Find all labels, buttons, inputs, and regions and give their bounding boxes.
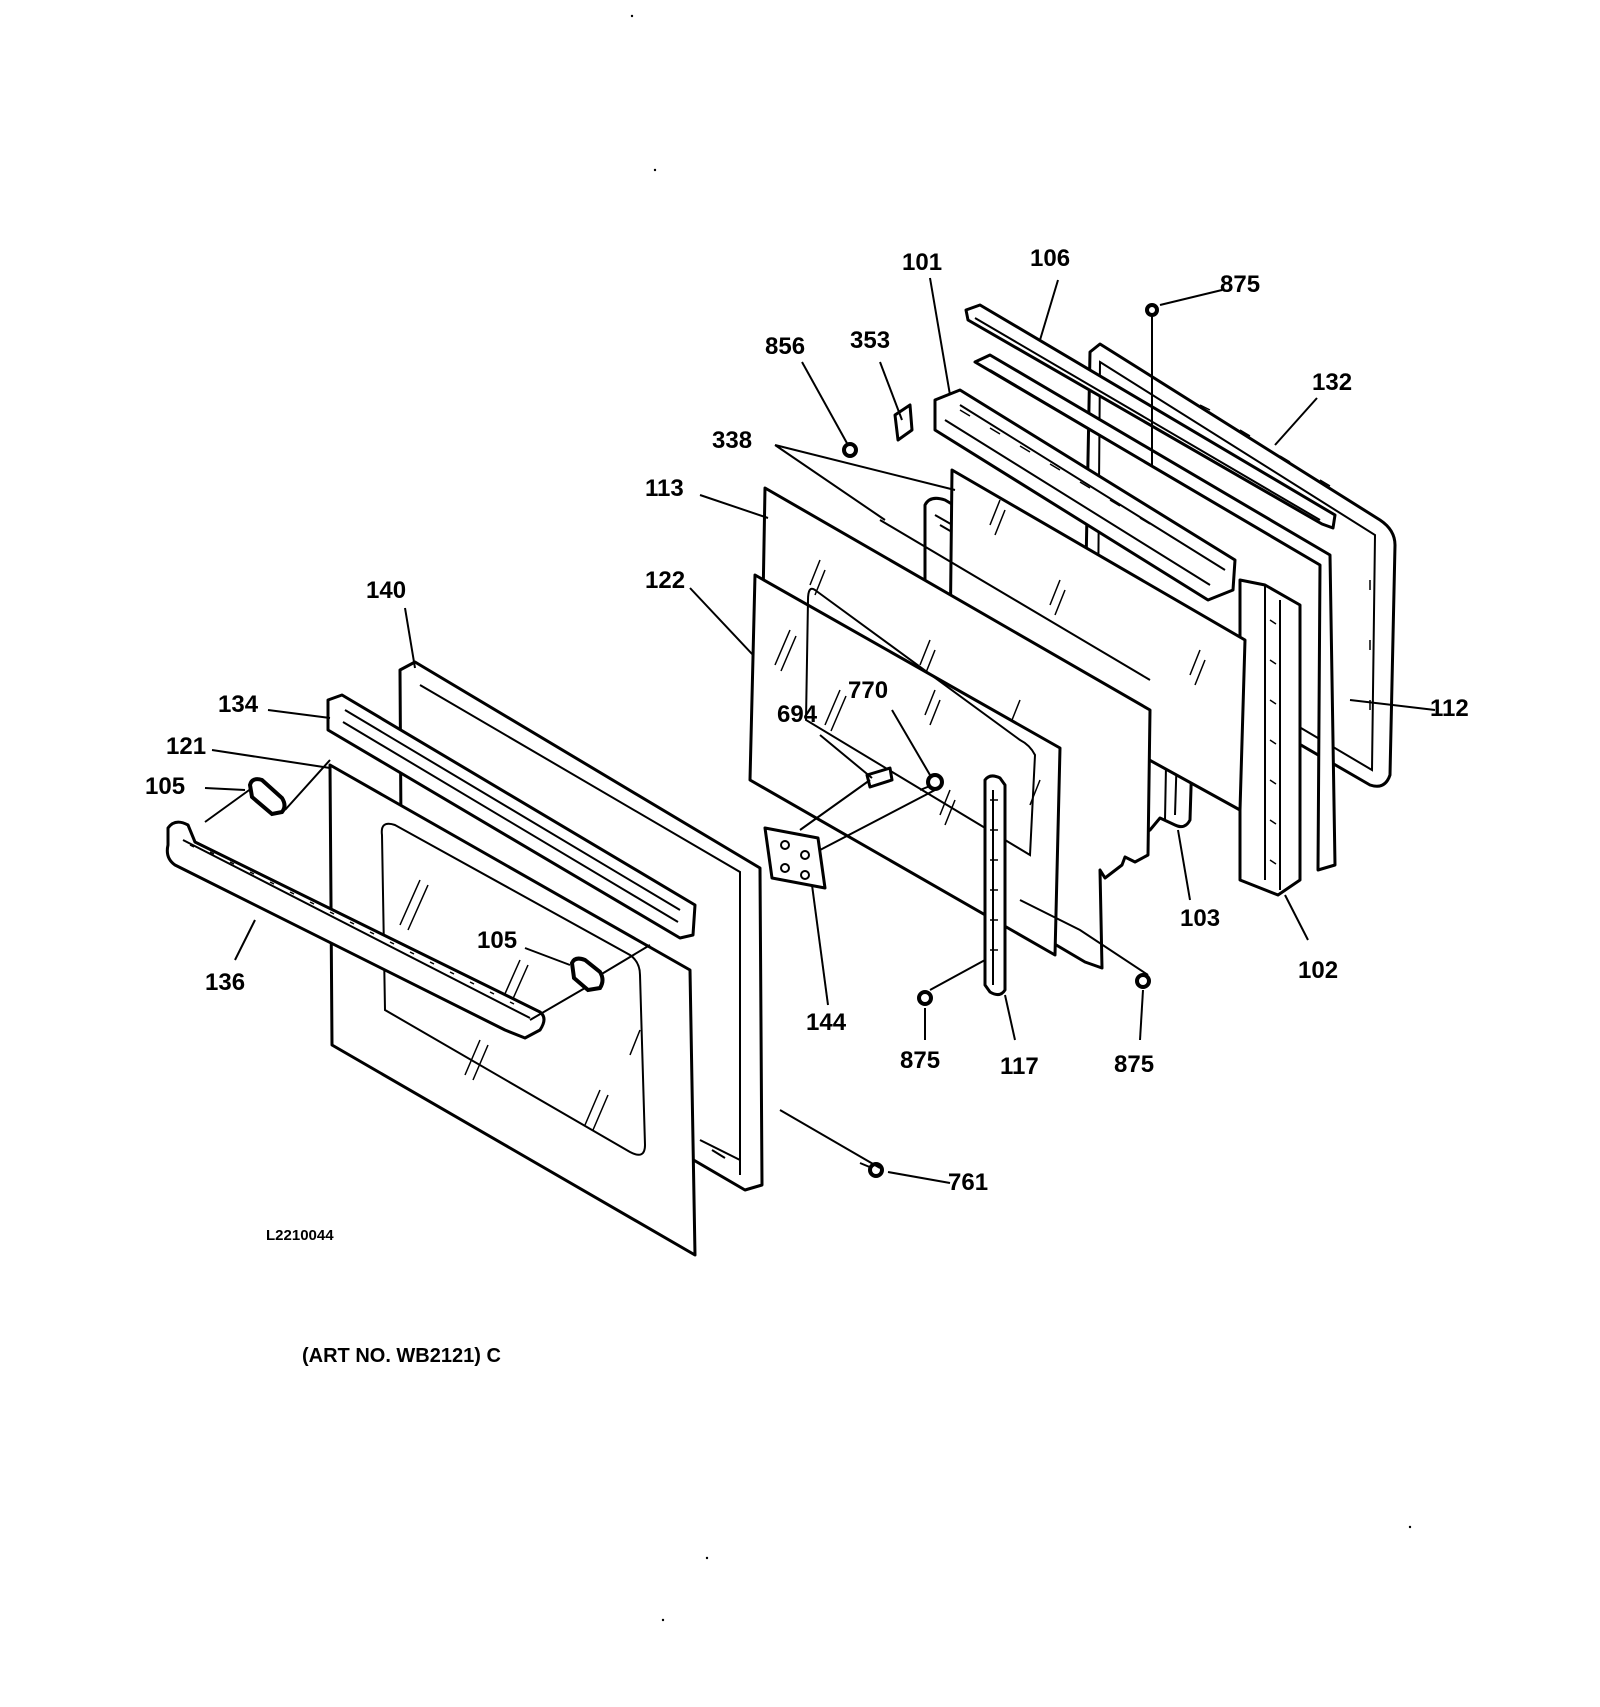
callout-856: 856 [765,333,805,360]
part-132-rear-frame [973,353,1337,872]
callout-132: 132 [1312,369,1352,396]
screw-875-right [1135,973,1151,989]
part-136-handle [165,820,546,1040]
callout-113: 113 [645,475,684,502]
callout-105-right: 105 [477,927,517,954]
screw-694 [865,766,894,789]
callout-875-top: 875 [1220,271,1260,298]
callout-102: 102 [1298,957,1338,984]
callout-136: 136 [205,969,245,996]
callout-105-left: 105 [145,773,185,800]
screw-856 [842,442,858,458]
art-number: (ART NO. WB2121) C [302,1345,501,1367]
drawing-code: L2210044 [266,1227,334,1244]
part-102-side-channel [1238,578,1302,897]
callout-101: 101 [902,249,942,276]
callout-694: 694 [777,701,818,728]
part-105-end-cap-right [569,956,605,993]
callout-875-left: 875 [900,1047,940,1074]
screw-770 [919,773,944,791]
part-112-gasket [1083,342,1397,788]
screw-875-top [1145,303,1159,465]
callout-338: 338 [712,427,752,454]
callout-140: 140 [366,577,406,604]
callout-875-right: 875 [1114,1051,1154,1078]
part-338-glass-panel [948,468,1247,812]
part-101-top-bracket [933,388,1237,602]
part-106-top-channel [964,303,1337,530]
leader-lines [204,277,1436,1184]
screw-761 [859,1162,884,1178]
callout-103: 103 [1180,905,1220,932]
callout-112: 112 [1430,695,1469,722]
scan-specks [630,14,1412,1622]
callout-761: 761 [948,1169,988,1196]
part-122-inner-glass [748,573,1062,957]
callout-labels: 101 106 875 856 353 132 338 113 122 140 … [145,245,1469,1196]
callout-144: 144 [806,1009,847,1036]
part-105-end-cap-left [247,777,287,817]
callout-770: 770 [848,677,888,704]
callout-106: 106 [1030,245,1070,272]
callout-117: 117 [1000,1053,1039,1080]
screw-875-left [917,990,933,1006]
callout-134: 134 [218,691,259,718]
part-117-hinge-strip [983,774,1007,997]
part-144-hinge-plate [763,826,827,890]
callout-122: 122 [645,567,685,594]
callout-353: 353 [850,327,890,354]
callout-121: 121 [166,733,206,760]
part-134-vent-trim [326,693,697,940]
